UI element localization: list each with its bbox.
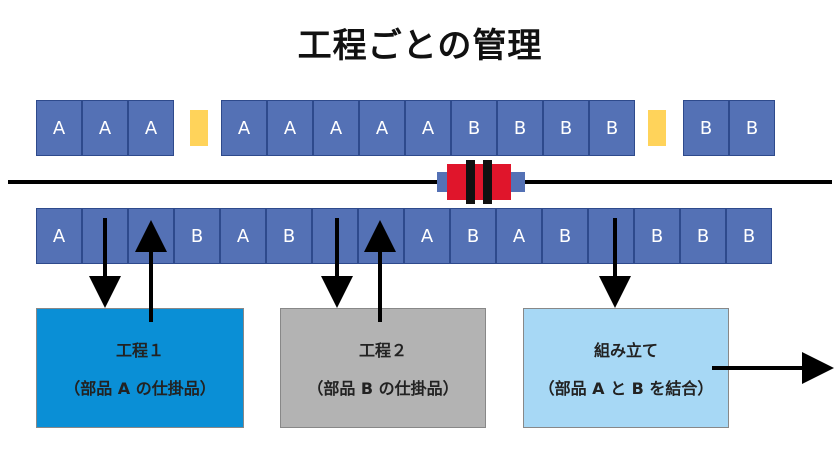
assembly-box: 組み立て （部品 A と B を結合）: [523, 308, 729, 428]
bottom-row-cell: B: [680, 208, 726, 264]
conveyor-device: [437, 160, 525, 204]
process-box-2-title: 工程２: [358, 341, 407, 360]
assembly-box-subtitle: （部品 A と B を結合）: [538, 379, 714, 398]
bottom-row-cell: A: [496, 208, 542, 264]
process-box-1: 工程１ （部品 A の仕掛品）: [36, 308, 244, 428]
top-row-cell: B: [729, 100, 775, 156]
process-box-1-title: 工程１: [115, 341, 164, 360]
process-box-2: 工程２ （部品 B の仕掛品）: [280, 308, 486, 428]
top-row-cell: A: [405, 100, 451, 156]
bottom-row-cell: A: [36, 208, 82, 264]
gap-marker: [190, 110, 208, 146]
top-row-cell: A: [128, 100, 174, 156]
assembly-box-title: 組み立て: [593, 341, 658, 360]
diagram-title: 工程ごとの管理: [297, 26, 543, 66]
bottom-row-cell: B: [450, 208, 496, 264]
top-row-cell: A: [313, 100, 359, 156]
conveyor-device-bar: [483, 160, 492, 204]
gap-marker: [648, 110, 666, 146]
top-row-cell: A: [221, 100, 267, 156]
top-row-cell: B: [543, 100, 589, 156]
bottom-row-cell: [588, 208, 634, 264]
bottom-row-cell: B: [174, 208, 220, 264]
bottom-row-cell: B: [266, 208, 312, 264]
conveyor-device-body: [447, 164, 511, 200]
top-row-cell: A: [36, 100, 82, 156]
top-row-cell: A: [359, 100, 405, 156]
conveyor-device-bar: [466, 160, 475, 204]
top-row-cell: B: [683, 100, 729, 156]
top-row-cell: B: [589, 100, 635, 156]
bottom-row-cell: A: [404, 208, 450, 264]
bottom-row-cell: A: [220, 208, 266, 264]
top-row-cell: A: [267, 100, 313, 156]
process-box-2-subtitle: （部品 B の仕掛品）: [307, 379, 459, 398]
top-row-cell: B: [497, 100, 543, 156]
bottom-row-cell: B: [634, 208, 680, 264]
top-row-cell: B: [451, 100, 497, 156]
process-box-1-subtitle: （部品 A の仕掛品）: [64, 379, 216, 398]
top-row-cell: A: [82, 100, 128, 156]
bottom-row-cell: B: [542, 208, 588, 264]
bottom-row-cell: B: [726, 208, 772, 264]
